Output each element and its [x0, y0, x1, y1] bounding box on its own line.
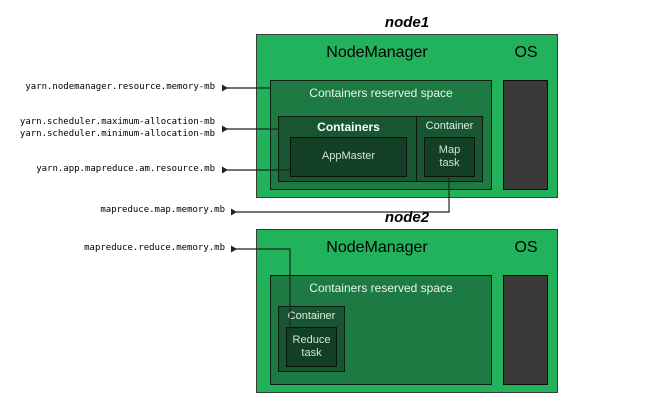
property-label-scheduler-minimum-allocation: yarn.scheduler.minimum-allocation-mb — [19, 129, 215, 139]
property-label-mapreduce-reduce-memory: mapreduce.reduce.memory.mb — [84, 243, 225, 253]
node2-container-label: Container — [287, 310, 336, 322]
node1-os-slab — [503, 80, 548, 190]
property-label-nodemanager-resource-memory: yarn.nodemanager.resource.memory-mb — [25, 82, 215, 92]
node1-containers-group-label: Containers — [317, 120, 380, 134]
property-label-mapreduce-map-memory: mapreduce.map.memory.mb — [100, 205, 225, 215]
node2-os-slab — [503, 275, 548, 385]
node1-appmaster-box — [290, 137, 407, 177]
node1-os-label: OS — [514, 44, 538, 61]
node1-map-task-label: Map task — [438, 144, 461, 169]
node2-os-label: OS — [514, 239, 538, 256]
node2-nodemanager-label: NodeManager — [326, 239, 428, 256]
property-label-am-resource-mb: yarn.app.mapreduce.am.resource.mb — [36, 164, 215, 174]
node1-appmaster-label: AppMaster — [321, 150, 376, 162]
node2-title: node2 — [384, 209, 430, 226]
node2-reduce-task-label: Reduce task — [292, 334, 331, 359]
property-label-scheduler-maximum-allocation: yarn.scheduler.maximum-allocation-mb — [19, 117, 215, 127]
node2-reserved-space-label: Containers reserved space — [309, 281, 453, 295]
node1-title: node1 — [384, 14, 430, 31]
node1-map-task-box — [424, 137, 475, 177]
node1-nodemanager-label: NodeManager — [326, 44, 428, 61]
node2-reduce-task-box — [286, 327, 337, 367]
node1-reserved-space-label: Containers reserved space — [309, 86, 453, 100]
node1-container-label: Container — [425, 120, 474, 132]
